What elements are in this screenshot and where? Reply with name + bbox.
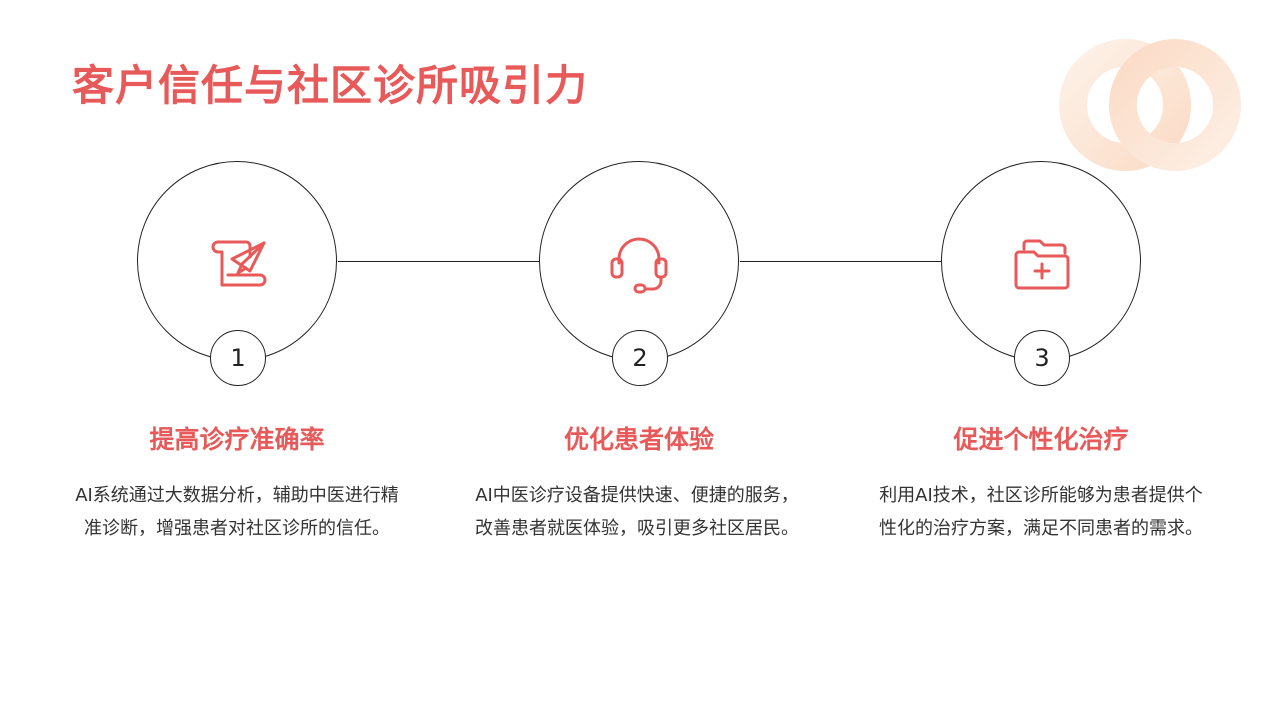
step-3-description: 利用AI技术，社区诊所能够为患者提供个性化的治疗方案，满足不同患者的需求。	[879, 485, 1203, 539]
connector-line-2-3	[740, 261, 942, 262]
connector-line-1-2	[338, 261, 540, 262]
headset-icon	[610, 237, 668, 294]
step-2-heading: 优化患者体验	[563, 425, 714, 454]
medical-folder-icon	[1014, 239, 1070, 290]
step-3-circle	[941, 161, 1141, 361]
paper-plane-scroll-icon	[211, 240, 267, 287]
step-1-description: AI系统通过大数据分析，辅助中医进行精准诊断，增强患者对社区诊所的信任。	[75, 485, 399, 539]
step-2-number: 2	[612, 330, 668, 386]
step-1-number: 1	[210, 330, 266, 386]
step-3-number: 3	[1014, 330, 1070, 386]
page-title: 客户信任与社区诊所吸引力	[72, 61, 589, 110]
step-2-description: AI中医诊疗设备提供快速、便捷的服务，改善患者就医体验，吸引更多社区居民。	[475, 485, 799, 539]
step-1-heading: 提高诊疗准确率	[149, 425, 325, 454]
step-3-heading: 促进个性化治疗	[953, 425, 1129, 454]
interlocking-rings-decoration	[1059, 39, 1241, 171]
step-2-circle	[539, 161, 739, 361]
